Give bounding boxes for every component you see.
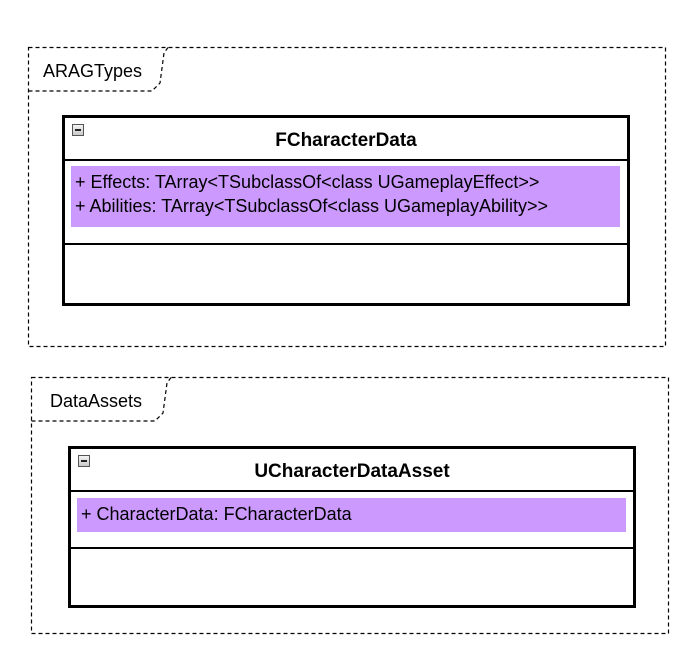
attribute-row[interactable]: + Effects: TArray<TSubclassOf<class UGam…: [75, 172, 540, 192]
collapse-icon[interactable]: [72, 124, 84, 136]
package-frame: [27, 46, 667, 348]
package-name: DataAssets: [50, 391, 143, 411]
class-fcharacterdata[interactable]: FCharacterData + Effects: TArray<TSubcla…: [62, 115, 630, 306]
attributes-section: + CharacterData: FCharacterData: [71, 492, 633, 549]
class-name: FCharacterData: [275, 130, 417, 151]
package-frame: [30, 376, 670, 635]
class-header: FCharacterData: [65, 118, 627, 161]
class-header: UCharacterDataAsset: [71, 449, 633, 492]
package-name: ARAGTypes: [43, 61, 143, 81]
attribute-row[interactable]: + Abilities: TArray<TSubclassOf<class UG…: [75, 196, 549, 216]
attributes-section: + Effects: TArray<TSubclassOf<class UGam…: [65, 161, 627, 245]
operations-section: [71, 549, 633, 605]
class-ucharacterdataasset[interactable]: UCharacterDataAsset + CharacterData: FCh…: [68, 446, 636, 608]
attribute-row[interactable]: + CharacterData: FCharacterData: [81, 504, 352, 524]
package-aragtypes[interactable]: ARAGTypes FCharacterData + Effects: TArr…: [27, 46, 667, 348]
collapse-icon[interactable]: [78, 455, 90, 467]
package-dataassets[interactable]: DataAssets UCharacterDataAsset + Charact…: [30, 376, 670, 635]
class-name: UCharacterDataAsset: [254, 461, 450, 482]
attributes-highlight: [71, 166, 620, 227]
operations-section: [65, 245, 627, 303]
attributes-highlight: [77, 498, 626, 532]
